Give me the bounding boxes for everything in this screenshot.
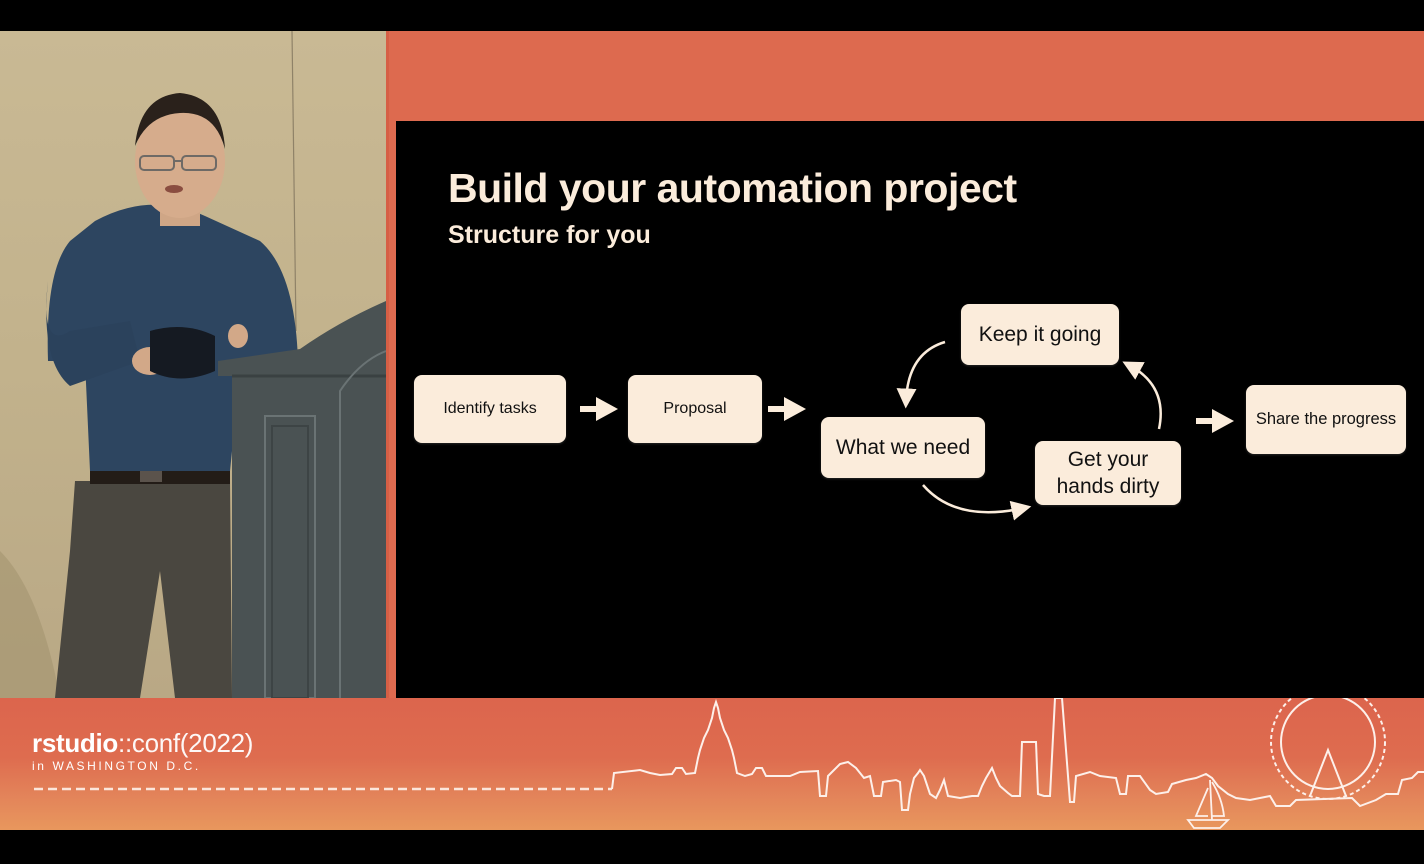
ferris-wheel-icon [1270,698,1386,800]
arrow-hands-to-keep [1122,361,1162,430]
city-skyline-outline [34,698,1424,829]
node-keep-it-going: Keep it going [961,304,1119,365]
flow-arrows [580,340,1234,521]
arrow-need-to-hands [922,484,1032,521]
presentation-slide: Build your automation project Structure … [396,121,1424,698]
arrow-identify-to-proposal [580,397,618,421]
speaker-video [0,31,386,698]
node-label: Proposal [663,400,727,417]
brand-logo-text: rstudio::conf(2022) [32,728,253,758]
node-label-line2: hands dirty [1056,475,1160,498]
arrow-proposal-to-need [768,397,806,421]
brand-bold: rstudio [32,728,119,758]
node-label: Identify tasks [443,400,537,417]
node-label: What we need [835,436,971,459]
frame-divider [386,31,389,698]
conference-banner: rstudio::conf(2022) in WASHINGTON D.C. [0,698,1424,830]
arrow-keep-to-need [896,340,946,409]
slide-title: Build your automation project [448,165,1017,211]
node-share-the-progress: Share the progress [1246,385,1406,454]
brand-location: in WASHINGTON D.C. [32,759,201,773]
node-label: Keep it going [978,323,1102,346]
brand-light: ::conf(2022) [118,728,254,758]
conference-brand: rstudio::conf(2022) in WASHINGTON D.C. [32,728,253,773]
node-label-line1: Get your [1067,448,1149,471]
letterbox-bottom [0,830,1424,864]
node-what-we-need: What we need [821,417,985,478]
node-proposal: Proposal [628,375,762,443]
node-get-your-hands-dirty: Get your hands dirty [1035,441,1181,505]
sailboat-icon [1186,779,1231,829]
letterbox-top [0,0,1424,31]
node-label: Share the progress [1255,410,1397,428]
slide-subtitle: Structure for you [448,221,651,249]
arrow-hands-to-share [1196,409,1234,433]
speaker-illustration [0,31,386,698]
skyline-outline [611,698,1424,811]
node-identify-tasks: Identify tasks [414,375,566,443]
